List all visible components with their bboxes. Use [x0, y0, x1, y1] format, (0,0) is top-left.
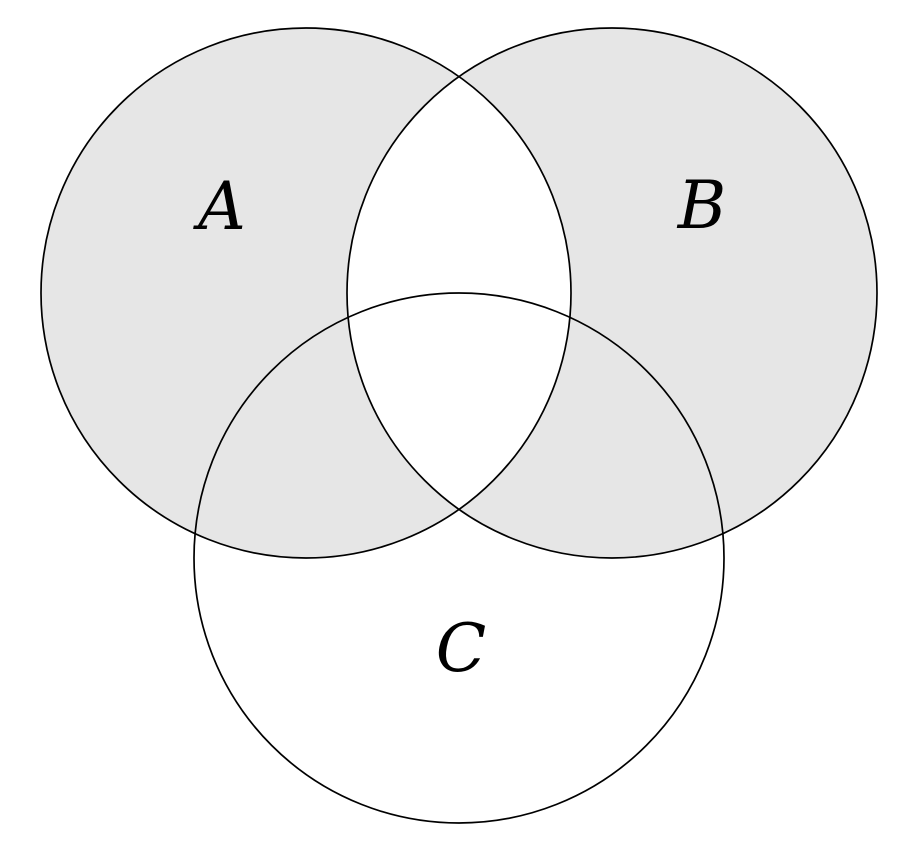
- circle-c-outline: [193, 292, 725, 824]
- label-set-a: A: [192, 168, 246, 245]
- shaded-region-a-xor-b: [41, 28, 877, 558]
- label-set-c: C: [436, 610, 487, 687]
- circle-a-outline: [40, 27, 572, 559]
- label-set-b: B: [677, 167, 727, 244]
- circle-b-outline: [346, 27, 878, 559]
